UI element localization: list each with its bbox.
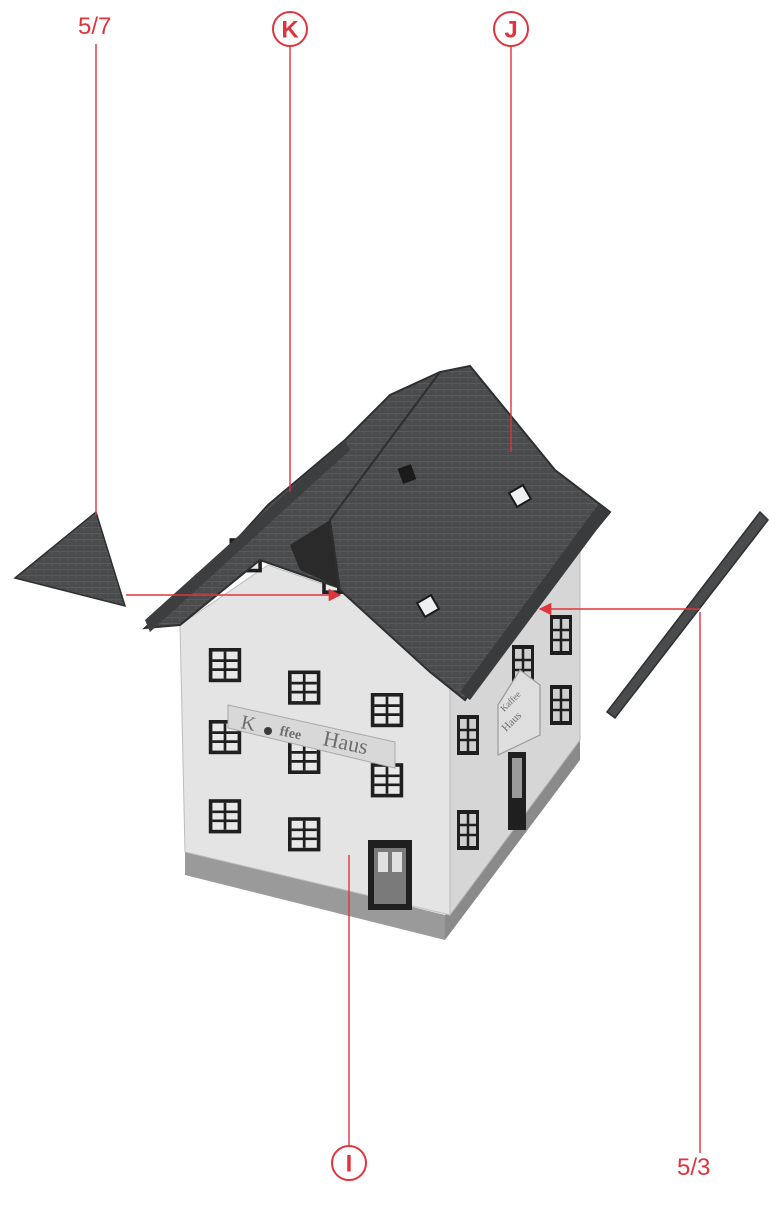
callout-5-7: 5/7: [78, 13, 111, 40]
coffee-cup-icon: [264, 727, 272, 735]
gable-triangle-part: [15, 512, 125, 606]
callout-k-label: K: [281, 17, 299, 44]
house-model: K ffee Haus Kaffee Haus: [145, 366, 610, 940]
callout-i: I: [332, 1146, 366, 1180]
callout-k: K: [273, 12, 307, 46]
ridge-strip-part: [607, 512, 768, 718]
callout-j: J: [494, 12, 528, 46]
callout-j-label: J: [504, 17, 517, 44]
side-door: [508, 752, 526, 830]
callout-i-label: I: [346, 1151, 353, 1178]
callout-5-3: 5/3: [677, 1154, 710, 1181]
front-door: [368, 840, 412, 910]
